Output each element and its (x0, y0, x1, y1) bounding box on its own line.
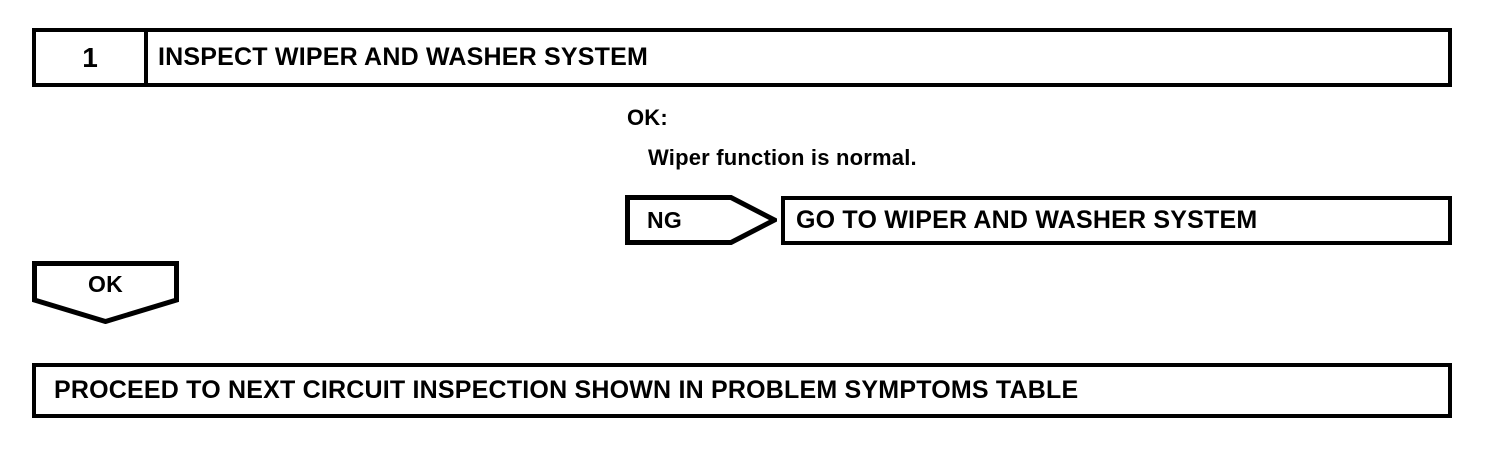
ok-arrow-shape: OK (32, 261, 179, 324)
ng-arrow-icon (625, 195, 777, 245)
ng-target-label: GO TO WIPER AND WASHER SYSTEM (796, 206, 1258, 234)
step-number: 1 (82, 41, 98, 73)
ng-arrow-shape: NG (625, 195, 777, 245)
ok-target-box: PROCEED TO NEXT CIRCUIT INSPECTION SHOWN… (32, 363, 1452, 418)
ok-arrow-icon (32, 261, 179, 324)
ok-arrow-label: OK (87, 270, 124, 297)
result-note: OK: Wiper function is normal. (627, 107, 1167, 169)
step-title-cell: INSPECT WIPER AND WASHER SYSTEM (148, 32, 1448, 83)
ng-target-box: GO TO WIPER AND WASHER SYSTEM (781, 196, 1452, 245)
result-note-description: Wiper function is normal. (648, 145, 917, 170)
ok-target-label: PROCEED TO NEXT CIRCUIT INSPECTION SHOWN… (54, 376, 1079, 404)
step-number-cell: 1 (36, 32, 148, 83)
step-header-box: 1 INSPECT WIPER AND WASHER SYSTEM (32, 28, 1452, 87)
ng-arrow-label: NG (647, 206, 683, 233)
step-title: INSPECT WIPER AND WASHER SYSTEM (158, 43, 649, 71)
result-note-label: OK: (627, 105, 668, 130)
